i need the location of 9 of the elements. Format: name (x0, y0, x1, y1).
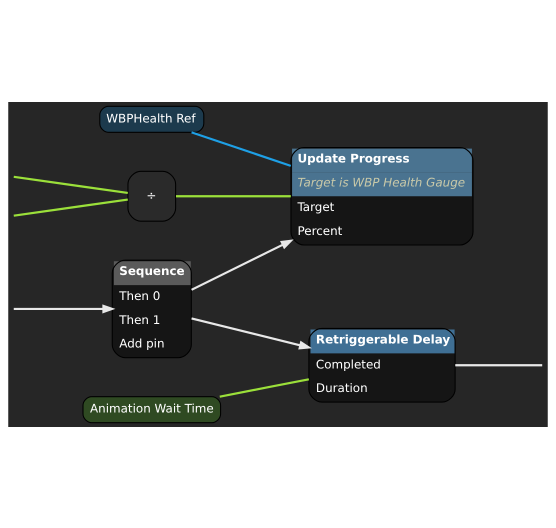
arrow (191, 316, 312, 350)
connector (14, 175, 128, 194)
connector (176, 194, 291, 197)
connector (14, 198, 128, 216)
arrow (191, 238, 294, 290)
connector (191, 130, 292, 166)
arrow (14, 304, 116, 313)
connector (455, 364, 542, 366)
connector (220, 378, 310, 398)
